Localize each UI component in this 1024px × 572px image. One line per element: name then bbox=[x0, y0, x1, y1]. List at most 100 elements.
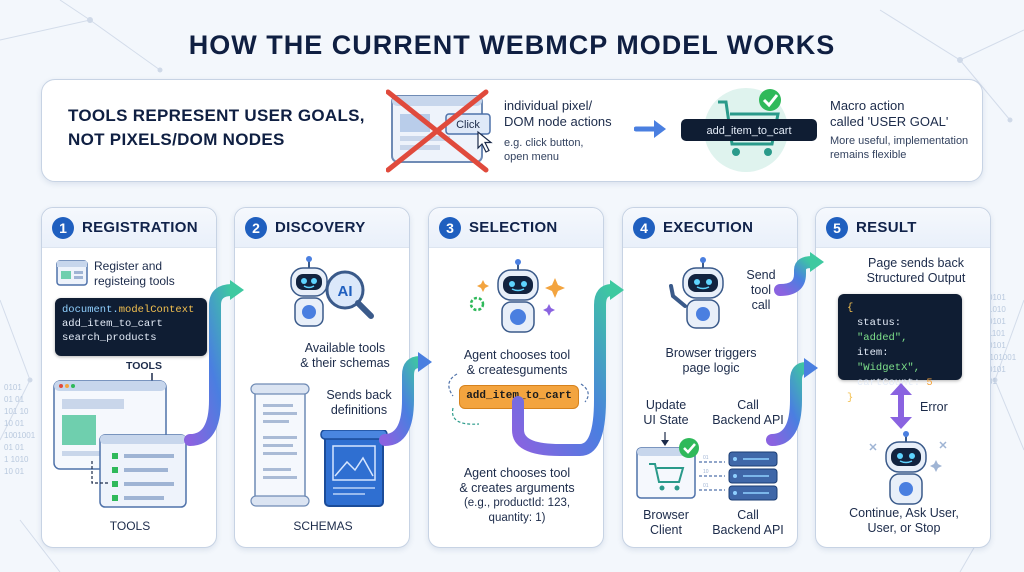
right-arrow-icon bbox=[634, 120, 666, 138]
call-backend-api-bottom: Call Backend API bbox=[703, 508, 793, 538]
call-backend-api-top: Call Backend API bbox=[703, 398, 793, 428]
json-item-row: item: "WidgetX", bbox=[847, 346, 953, 376]
discovery-sends-back: Sends back definitions bbox=[313, 388, 405, 418]
error-label: Error bbox=[920, 400, 948, 414]
json-count-val: 5 bbox=[926, 377, 933, 389]
pixel-example-line1: e.g. click button, bbox=[504, 137, 584, 149]
macro-action-title: Macro action called 'USER GOAL' bbox=[830, 98, 948, 130]
step-title: DISCOVERY bbox=[275, 219, 366, 236]
svg-text:01: 01 bbox=[703, 455, 709, 461]
step-number-badge: 3 bbox=[439, 217, 461, 239]
code-line-add-item: add_item_to_cart bbox=[62, 318, 163, 330]
macro-title-line2: called 'USER GOAL' bbox=[830, 114, 949, 129]
svg-text:1001001: 1001001 bbox=[4, 431, 36, 440]
crossed-browser-icon: Click bbox=[386, 89, 493, 173]
step-number-badge: 4 bbox=[633, 217, 655, 239]
selection-bottom-desc: Agent chooses tool & creates arguments (… bbox=[429, 466, 605, 526]
update-line1: Update bbox=[645, 398, 687, 412]
browser-triggers: Browser triggers page logic bbox=[623, 346, 799, 376]
step-number-badge: 2 bbox=[245, 217, 267, 239]
client-line1: Browser bbox=[643, 508, 689, 522]
click-button-label: Click bbox=[456, 119, 480, 131]
step-title: SELECTION bbox=[469, 219, 558, 236]
browser-window-icon bbox=[56, 260, 88, 286]
json-status-row: status: "added", bbox=[847, 316, 953, 346]
intro-heading-line1: TOOLS REPRESENT USER GOALS, bbox=[68, 106, 365, 125]
pixel-actions-title: individual pixel/ DOM node actions bbox=[504, 98, 612, 130]
send-line2: tool bbox=[750, 283, 772, 297]
api-line2: Backend API bbox=[712, 523, 784, 537]
discovery-bottom-label: SCHEMAS bbox=[293, 519, 353, 533]
pixel-title-line2: DOM node actions bbox=[504, 114, 612, 129]
result-desc: Page sends back Structured Output bbox=[846, 256, 986, 286]
selection-bottom-line4: quantity: 1) bbox=[488, 512, 546, 524]
registration-code-block: document.modelContext add_item_to_cart s… bbox=[55, 298, 207, 356]
json-close-brace: } bbox=[847, 392, 854, 404]
page-title: HOW THE CURRENT WEBMCP MODEL WORKS bbox=[188, 30, 836, 60]
result-bottom-line1: Continue, Ask User, bbox=[849, 506, 959, 520]
pixel-title-line1: individual pixel/ bbox=[504, 98, 593, 113]
browser-client: Browser Client bbox=[631, 508, 701, 538]
registration-bottom-label: TOOLS bbox=[109, 519, 151, 533]
json-item-val: "WidgetX", bbox=[857, 362, 921, 374]
error-double-arrow-icon bbox=[890, 383, 912, 429]
send-line1: Send bbox=[746, 268, 776, 282]
step-result-header: 5 RESULT bbox=[816, 208, 990, 248]
selection-bottom-line3: (e.g., productId: 123, bbox=[463, 497, 571, 509]
svg-text:1 1010: 1 1010 bbox=[4, 455, 29, 464]
step-registration-header: 1 REGISTRATION bbox=[42, 208, 216, 248]
selection-bottom-line1: Agent chooses tool bbox=[463, 466, 571, 480]
selected-tool-pill: add_item_to_cart bbox=[459, 385, 579, 409]
sends-back-line2: definitions bbox=[330, 403, 388, 417]
step-number-badge: 5 bbox=[826, 217, 848, 239]
step-execution-panel: 4 EXECUTION Send tool call Browser trigg… bbox=[622, 207, 798, 548]
code-line-search: search_products bbox=[62, 332, 157, 344]
cart-goal-code: add_item_to_cart bbox=[707, 125, 792, 137]
ai-magnifier-label: AI bbox=[338, 283, 353, 300]
json-status-key: status: bbox=[857, 317, 902, 329]
step-discovery-header: 2 DISCOVERY bbox=[235, 208, 409, 248]
macro-note-line1: More useful, implementation bbox=[830, 135, 969, 147]
blueprint-schema-icon bbox=[320, 430, 388, 507]
intro-box: TOOLS REPRESENT USER GOALS, NOT PIXELS/D… bbox=[41, 79, 983, 182]
step-number-badge: 1 bbox=[52, 217, 74, 239]
step-title: EXECUTION bbox=[663, 219, 754, 236]
macro-title-line1: Macro action bbox=[830, 98, 905, 113]
json-open-brace: { bbox=[847, 302, 854, 314]
send-tool-call: Send tool call bbox=[741, 268, 781, 313]
call-top-line1: Call bbox=[737, 398, 759, 412]
tools-browser-illustration bbox=[53, 373, 187, 508]
scroll-document-icon bbox=[250, 383, 310, 507]
discovery-desc: Available tools & their schemas bbox=[275, 341, 415, 371]
selection-desc-line1: Agent chooses tool bbox=[463, 348, 571, 362]
result-bottom-line2: User, or Stop bbox=[867, 521, 941, 535]
macro-note-line2: remains flexible bbox=[830, 149, 907, 161]
svg-text:101 10: 101 10 bbox=[4, 407, 29, 416]
result-bottom-desc: Continue, Ask User, User, or Stop bbox=[816, 506, 992, 536]
intro-heading-line2: NOT PIXELS/DOM NODES bbox=[68, 130, 285, 149]
registration-desc-line1: Register and bbox=[94, 259, 163, 273]
call-top-line2: Backend API bbox=[712, 413, 784, 427]
discovery-desc-line2: & their schemas bbox=[300, 356, 390, 370]
svg-text:01 01: 01 01 bbox=[4, 395, 25, 404]
step-registration-panel: 1 REGISTRATION Register and registeing t… bbox=[41, 207, 217, 548]
code-line-model-context: document.modelContext bbox=[62, 303, 200, 317]
pixel-example-line2: open menu bbox=[504, 151, 560, 163]
selection-bottom-line2: & creates arguments bbox=[459, 481, 575, 495]
client-line2: Client bbox=[650, 523, 682, 537]
json-count-key: cartCount: bbox=[857, 377, 927, 389]
robot-waving-icon bbox=[669, 257, 724, 329]
json-item-key: item: bbox=[857, 347, 889, 359]
update-ui-state: Update UI State bbox=[631, 398, 701, 428]
step-result-panel: 5 RESULT Page sends back Structured Outp… bbox=[815, 207, 991, 548]
registration-desc-line2: registeing tools bbox=[94, 274, 175, 288]
svg-text:10 01: 10 01 bbox=[4, 467, 25, 476]
robot-magnifier-icon: AI bbox=[290, 256, 374, 327]
svg-text:10 01: 10 01 bbox=[4, 419, 25, 428]
result-desc-line1: Page sends back bbox=[868, 256, 964, 270]
step-title: RESULT bbox=[856, 219, 917, 236]
browser-triggers-line2: page logic bbox=[682, 361, 740, 375]
robot-result-icon bbox=[869, 431, 947, 505]
svg-text:0101: 0101 bbox=[4, 383, 22, 392]
